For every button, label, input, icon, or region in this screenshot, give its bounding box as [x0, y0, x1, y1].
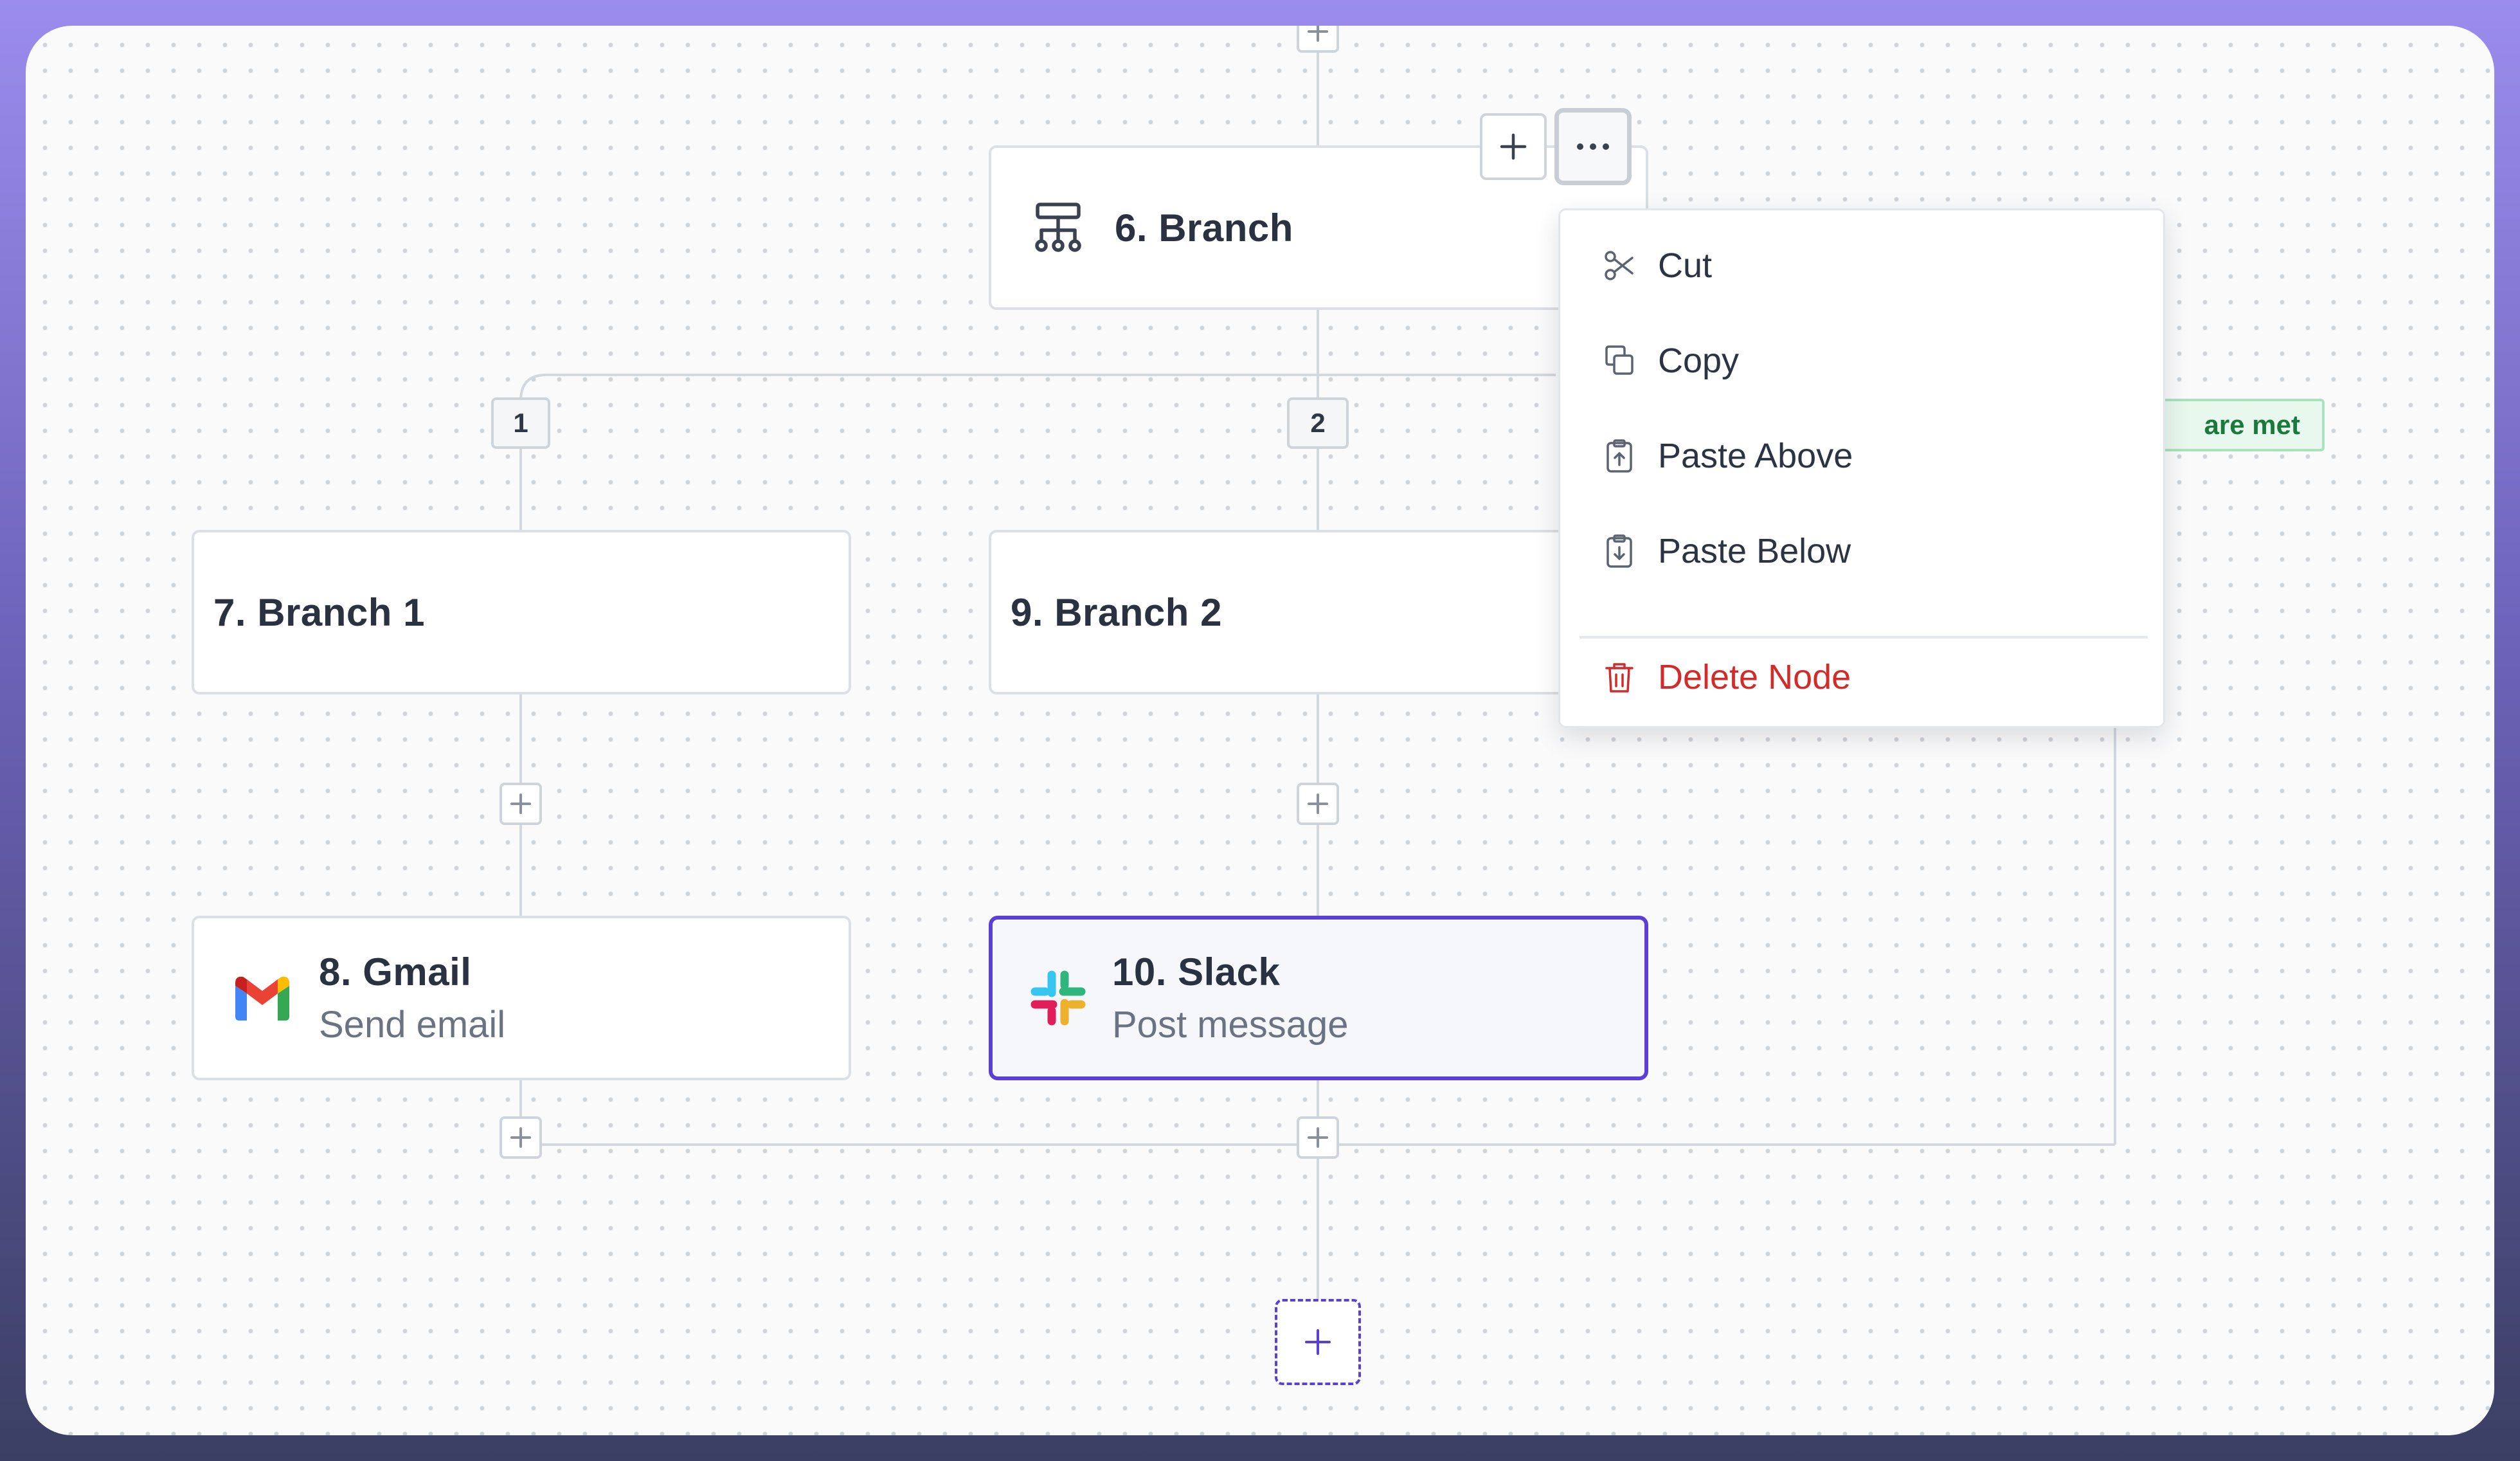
gmail-node[interactable]: 8. Gmail Send email: [192, 916, 851, 1080]
branch-node[interactable]: 6. Branch: [989, 145, 1648, 310]
node-text: 10. Slack Post message: [1112, 950, 1349, 1046]
menu-item-label: Paste Below: [1658, 532, 1851, 570]
node-title: 8. Gmail: [319, 950, 472, 994]
plus-icon: [1308, 794, 1328, 814]
gmail-icon: [231, 974, 293, 1022]
node-context-menu: Cut Copy Paste Above Paste Below Delete: [1558, 208, 2165, 728]
add-step-button[interactable]: [500, 1116, 542, 1159]
node-subtitle: Send email: [319, 1004, 506, 1046]
more-options-button[interactable]: [1554, 108, 1632, 185]
plus-icon: [510, 1127, 531, 1148]
plus-icon: [1500, 133, 1527, 160]
node-title: 6. Branch: [1115, 206, 1293, 250]
condition-tag-label: are met: [2204, 410, 2300, 440]
trash-icon: [1599, 657, 1640, 698]
menu-item-label: Paste Above: [1658, 437, 1853, 475]
add-step-button[interactable]: [1297, 26, 1339, 53]
workflow-canvas[interactable]: 6. Branch 1 2 are met 7. Branch 1 9. Bra…: [26, 26, 2494, 1435]
menu-item-label: Copy: [1658, 341, 1740, 380]
condition-tag: are met: [2134, 399, 2325, 451]
slack-node[interactable]: 10. Slack Post message: [989, 916, 1648, 1080]
clipboard-up-icon: [1599, 435, 1640, 476]
menu-item-cut[interactable]: Cut: [1560, 227, 2163, 304]
menu-divider: [1580, 636, 2148, 639]
menu-item-label: Delete Node: [1658, 658, 1851, 696]
menu-item-paste-above[interactable]: Paste Above: [1560, 417, 2163, 495]
branch-icon: [1031, 201, 1085, 255]
node-title: 9. Branch 2: [1011, 590, 1222, 634]
node-title: 7. Branch 1: [213, 590, 425, 634]
menu-item-paste-below[interactable]: Paste Below: [1560, 513, 2163, 590]
node-title: 10. Slack: [1112, 950, 1281, 994]
plus-icon: [1308, 26, 1328, 42]
path-badge-2: 2: [1287, 397, 1349, 449]
node-text: 8. Gmail Send email: [319, 950, 505, 1046]
plus-icon: [1305, 1329, 1331, 1355]
clipboard-down-icon: [1599, 531, 1640, 572]
add-step-button[interactable]: [1297, 1116, 1339, 1159]
path-badge-1: 1: [491, 397, 550, 449]
plus-icon: [510, 794, 531, 814]
menu-item-delete-node[interactable]: Delete Node: [1560, 639, 2163, 716]
menu-item-copy[interactable]: Copy: [1560, 322, 2163, 399]
menu-item-label: Cut: [1658, 246, 1713, 285]
copy-icon: [1599, 340, 1640, 381]
slack-icon: [1029, 968, 1088, 1028]
add-step-button[interactable]: [1297, 783, 1339, 825]
node-subtitle: Post message: [1112, 1004, 1349, 1046]
branch-2-node[interactable]: 9. Branch 2: [989, 530, 1648, 694]
add-node-button[interactable]: [1480, 113, 1547, 180]
add-final-step-button[interactable]: [1275, 1299, 1361, 1385]
branch-1-node[interactable]: 7. Branch 1: [192, 530, 851, 694]
add-step-button[interactable]: [500, 783, 542, 825]
more-horizontal-icon: [1577, 143, 1609, 150]
plus-icon: [1308, 1127, 1328, 1148]
scissors-icon: [1599, 245, 1640, 286]
